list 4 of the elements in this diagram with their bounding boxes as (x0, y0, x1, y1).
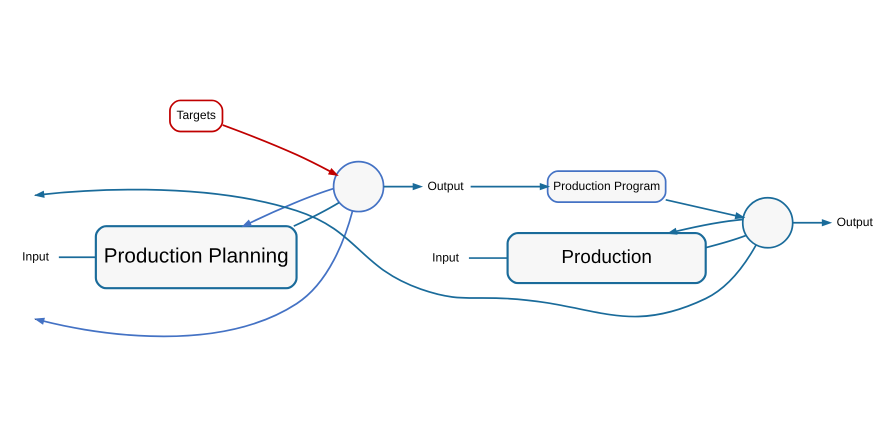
node-text: Output (836, 214, 873, 229)
node-text: Input (432, 250, 459, 264)
node-text: Output (427, 178, 464, 193)
node-text: Input (22, 249, 49, 264)
